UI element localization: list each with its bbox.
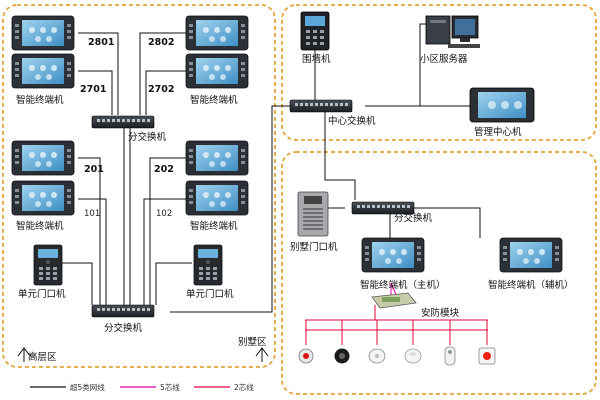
room-101-label: 101 <box>84 209 100 219</box>
terminal-label-right-lower: 智能终端机 <box>190 220 238 232</box>
terminal-201 <box>11 140 75 176</box>
room-2702-label: 2702 <box>148 84 174 95</box>
server-computer <box>425 15 480 48</box>
center-zone-border <box>281 4 597 141</box>
dome-camera-icon <box>334 348 350 364</box>
floor-switch <box>91 115 155 129</box>
fence-unit-label: 围墙机 <box>302 53 331 65</box>
legend-two-core-label: 2芯线 <box>234 382 254 392</box>
high-rise-zone-label: 高层区 <box>28 351 57 363</box>
unit-door-phone-right <box>193 244 223 286</box>
room-2801-label: 2801 <box>88 37 114 48</box>
center-switch <box>289 99 353 113</box>
management-label: 管理中心机 <box>474 126 522 138</box>
legend-five-core-label: 5芯线 <box>160 382 180 392</box>
room-201-label: 201 <box>84 164 104 175</box>
infrared-detector-icon <box>444 346 456 366</box>
unit-door-label-left: 单元门口机 <box>18 288 66 300</box>
legend-cat5-label: 超5类网线 <box>70 382 105 392</box>
security-module-label: 安防模块 <box>421 307 460 319</box>
terminal-label-left-upper: 智能终端机 <box>16 94 64 106</box>
building-switch-label: 分交换机 <box>104 322 143 334</box>
gas-detector-icon <box>404 348 422 364</box>
high-rise-zone-border <box>2 4 276 368</box>
room-102-label: 102 <box>156 209 172 219</box>
terminal-label-left-lower: 智能终端机 <box>16 220 64 232</box>
terminal-101 <box>11 180 75 216</box>
server-label: 小区服务器 <box>420 53 468 65</box>
fence-unit <box>300 11 330 51</box>
unit-door-phone-left <box>33 244 63 286</box>
villa-zone-label: 别墅区 <box>238 337 267 348</box>
villa-door-phone <box>297 191 329 237</box>
two-core-wiring <box>305 305 488 345</box>
room-2802-label: 2802 <box>148 37 174 48</box>
center-switch-label: 中心交换机 <box>328 115 376 127</box>
villa-terminal-main <box>361 237 425 273</box>
smoke-detector-icon <box>368 348 386 364</box>
villa-switch-label: 分交换机 <box>394 212 433 224</box>
cat5-wiring <box>62 23 481 313</box>
terminal-2801 <box>11 15 75 51</box>
villa-zone-border <box>281 151 597 395</box>
villa-terminal-aux <box>499 237 563 273</box>
villa-arrow-icon <box>255 347 269 362</box>
terminal-label-right-upper: 智能终端机 <box>190 94 238 106</box>
security-module <box>371 292 417 309</box>
building-switch <box>91 304 155 318</box>
high-rise-arrow-icon <box>17 347 31 362</box>
unit-door-label-right: 单元门口机 <box>186 288 234 300</box>
emergency-button-icon <box>478 347 496 365</box>
villa-terminal-main-label: 智能终端机（主机） <box>360 279 446 291</box>
terminal-2802 <box>185 15 249 51</box>
terminal-2702 <box>185 53 249 89</box>
villa-terminal-aux-label: 智能终端机（辅机） <box>488 279 574 291</box>
management-terminal <box>469 87 535 123</box>
floor-switch-label: 分交换机 <box>128 131 167 143</box>
room-2701-label: 2701 <box>80 84 106 95</box>
terminal-102 <box>185 180 249 216</box>
villa-door-label: 别墅门口机 <box>290 241 338 253</box>
terminal-202 <box>185 140 249 176</box>
terminal-2701 <box>11 53 75 89</box>
room-202-label: 202 <box>154 164 174 175</box>
camera-icon <box>298 348 314 364</box>
